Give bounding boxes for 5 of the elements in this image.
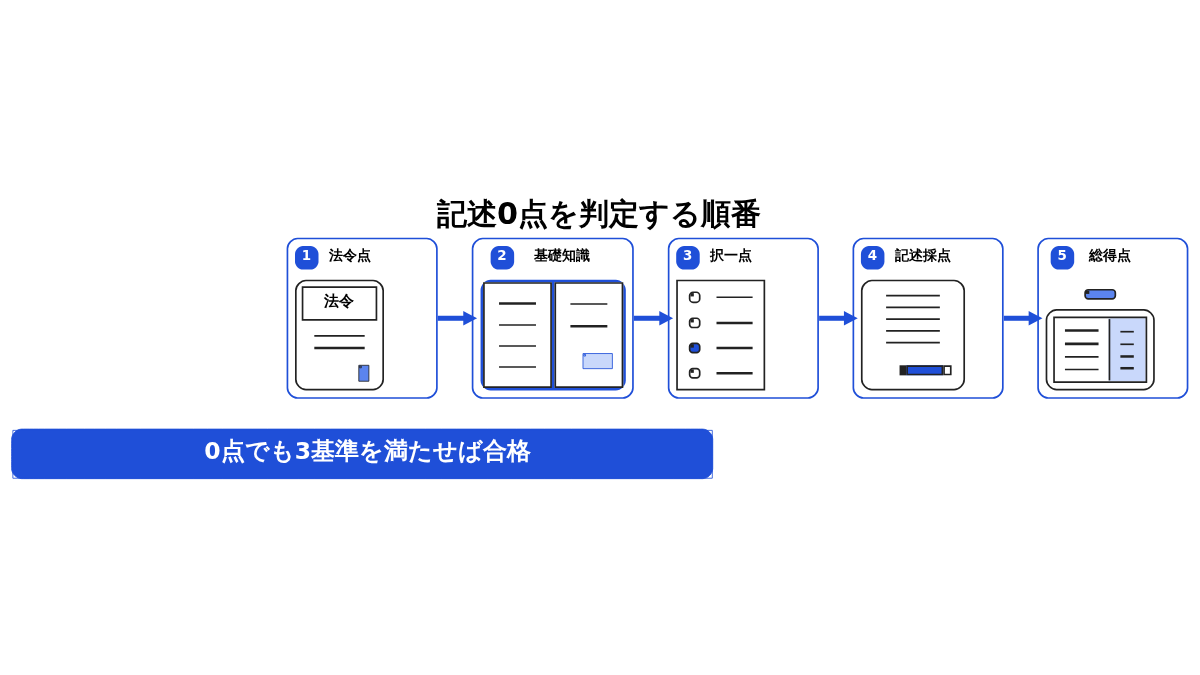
arrow xyxy=(633,310,674,325)
arrow xyxy=(819,310,858,325)
arrow xyxy=(437,310,478,325)
diagram-title: 記述0点を判定する順番 xyxy=(437,195,762,231)
arrow xyxy=(1003,310,1043,325)
